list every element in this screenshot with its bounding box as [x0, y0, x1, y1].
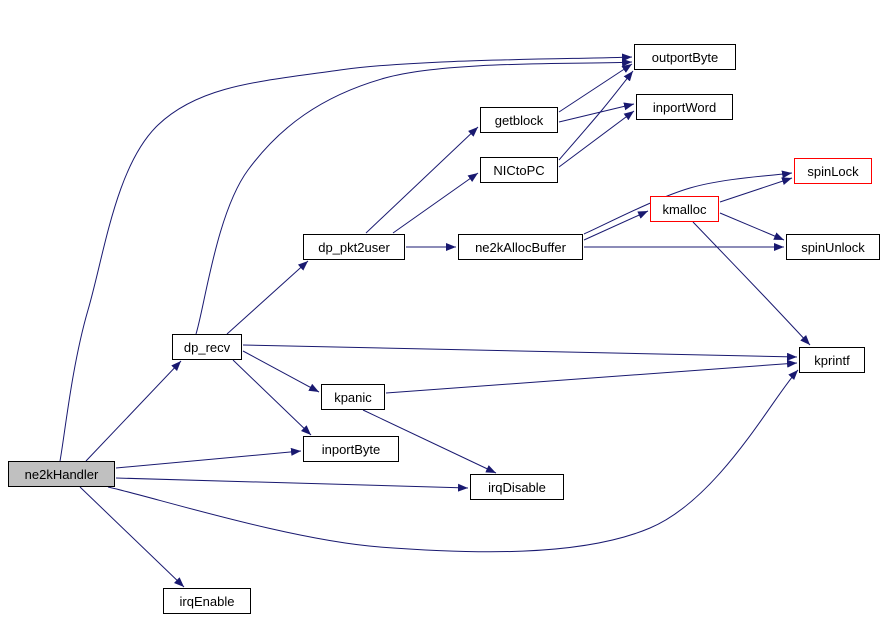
- edge-ne2kHandler-to-irqEnable: [79, 486, 185, 588]
- edge-dp_recv-to-dp_pkt2user: [226, 260, 309, 335]
- edge-kpanic-to-irqDisable: [362, 409, 497, 474]
- edge-ne2kHandler-to-kprintf: [107, 369, 799, 553]
- node-kpanic[interactable]: kpanic: [321, 384, 385, 410]
- edge-ne2kAllocBuffer-to-kmalloc: [583, 210, 649, 241]
- edge-dp_pkt2user-to-NICtoPC: [392, 172, 479, 234]
- edge-NICtoPC-to-outportByte: [558, 70, 634, 161]
- edge-kpanic-to-kprintf: [385, 359, 798, 394]
- edge-ne2kHandler-to-outportByte: [59, 53, 633, 462]
- edge-dp_recv-to-outportByte: [195, 58, 633, 335]
- node-dp_recv[interactable]: dp_recv: [172, 334, 242, 360]
- node-spinUnlock[interactable]: spinUnlock: [786, 234, 880, 260]
- edge-NICtoPC-to-inportWord: [558, 110, 635, 168]
- node-dp_pkt2user[interactable]: dp_pkt2user: [303, 234, 405, 260]
- node-irqEnable[interactable]: irqEnable: [163, 588, 251, 614]
- node-spinLock[interactable]: spinLock: [794, 158, 872, 184]
- node-irqDisable[interactable]: irqDisable: [470, 474, 564, 500]
- node-inportWord[interactable]: inportWord: [636, 94, 733, 120]
- edge-dp_recv-to-kpanic: [242, 350, 320, 393]
- node-ne2kHandler[interactable]: ne2kHandler: [8, 461, 115, 487]
- node-NICtoPC[interactable]: NICtoPC: [480, 157, 558, 183]
- node-kmalloc[interactable]: kmalloc: [650, 196, 719, 222]
- edge-kmalloc-to-spinLock: [719, 177, 793, 203]
- edge-ne2kAllocBuffer-to-spinLock: [583, 170, 793, 235]
- edge-dp_recv-to-kprintf: [242, 344, 798, 361]
- edge-kmalloc-to-spinUnlock: [719, 212, 785, 241]
- node-inportByte[interactable]: inportByte: [303, 436, 399, 462]
- edge-ne2kHandler-to-irqDisable: [115, 477, 469, 492]
- edge-getblock-to-inportWord: [558, 102, 635, 123]
- edge-getblock-to-outportByte: [558, 63, 633, 113]
- edge-dp_recv-to-inportByte: [232, 359, 312, 436]
- node-getblock[interactable]: getblock: [480, 107, 558, 133]
- edge-ne2kHandler-to-dp_recv: [85, 360, 182, 462]
- edge-ne2kHandler-to-inportByte: [115, 447, 302, 469]
- node-outportByte[interactable]: outportByte: [634, 44, 736, 70]
- edge-dp_pkt2user-to-getblock: [365, 126, 479, 234]
- node-ne2kAllocBuffer[interactable]: ne2kAllocBuffer: [458, 234, 583, 260]
- node-kprintf[interactable]: kprintf: [799, 347, 865, 373]
- edge-kmalloc-to-kprintf: [692, 221, 811, 346]
